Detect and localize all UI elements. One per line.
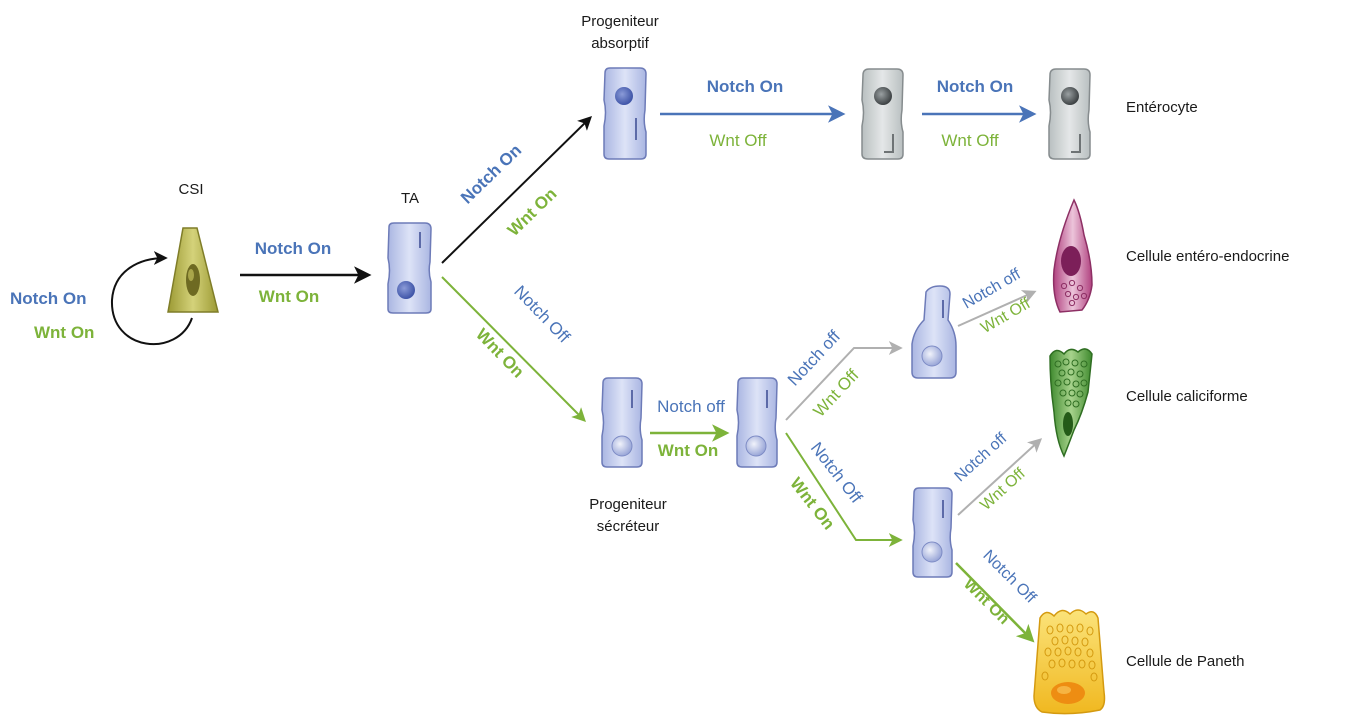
ta-label: TA <box>401 190 419 207</box>
secretory-precursor-top-cell <box>911 285 957 379</box>
csi-to-ta-wnt-label: Wnt On <box>259 287 319 306</box>
pre-to-ent-wnt-label: Wnt Off <box>941 131 999 150</box>
enterocyte-label: Entérocyte <box>1126 99 1198 116</box>
secretory-progenitor-label-line1: Progeniteur <box>589 496 667 513</box>
secretory-progenitor-cell-2 <box>736 377 778 468</box>
secretory2-to-top-precursor-arrow <box>785 341 903 421</box>
secretory2-to-bottom-precursor-arrow <box>785 432 903 547</box>
enteroendocrine-cell <box>1052 198 1093 313</box>
sec-to-sec2-wnt-label: Wnt On <box>658 441 718 460</box>
goblet-cell <box>1049 348 1093 458</box>
pre-enterocyte-cell <box>861 68 904 160</box>
sec2-to-bottom-wnt-label: Wnt On <box>786 474 838 533</box>
enterocyte-cell <box>1048 68 1091 160</box>
secretory-progenitor-label-line2: sécréteur <box>597 518 660 535</box>
paneth-cell <box>1033 609 1106 715</box>
top-precursor-to-enteroendocrine-arrow <box>957 290 1037 327</box>
paneth-label: Cellule de Paneth <box>1126 653 1244 670</box>
absorptive-progenitor-label-line1: Progeniteur <box>581 13 659 30</box>
self-renewal-arrow <box>110 251 193 345</box>
ta-to-absorptive-arrow <box>441 116 593 264</box>
absorptive-progenitor-label-line2: absorptif <box>591 35 649 52</box>
ta-to-abs-wnt-label: Wnt On <box>504 184 561 240</box>
goblet-label: Cellule caliciforme <box>1126 388 1248 405</box>
abs-to-pre-wnt-label: Wnt Off <box>709 131 767 150</box>
ta-to-sec-notch-label: Notch Off <box>510 282 574 347</box>
stem-cell-csi <box>167 227 219 313</box>
self-renew-notch-label: Notch On <box>10 289 87 308</box>
bottom-precursor-to-goblet-arrow <box>957 438 1043 516</box>
absorptive-progenitor-cell <box>603 67 647 160</box>
self-renew-wnt-label: Wnt On <box>34 323 94 342</box>
ta-to-secretory-arrow <box>441 276 586 422</box>
secretory-precursor-bottom-cell <box>912 487 953 578</box>
sec-to-sec2-notch-label: Notch off <box>657 397 725 416</box>
ta-to-abs-notch-label: Notch On <box>457 141 525 208</box>
csi-label: CSI <box>178 181 203 198</box>
bottom-precursor-to-paneth-arrow <box>955 562 1035 643</box>
abs-to-pre-notch-label: Notch On <box>707 77 784 96</box>
ta-cell <box>387 222 432 314</box>
csi-to-ta-notch-label: Notch On <box>255 239 332 258</box>
pre-to-ent-notch-label: Notch On <box>937 77 1014 96</box>
bottom-to-goblet-notch-label: Notch off <box>952 430 1011 486</box>
sec2-to-top-wnt-label: Wnt Off <box>809 366 862 421</box>
enteroendocrine-label: Cellule entéro-endocrine <box>1126 248 1289 265</box>
ta-to-sec-wnt-label: Wnt On <box>472 325 528 382</box>
secretory-progenitor-cell <box>601 377 643 468</box>
